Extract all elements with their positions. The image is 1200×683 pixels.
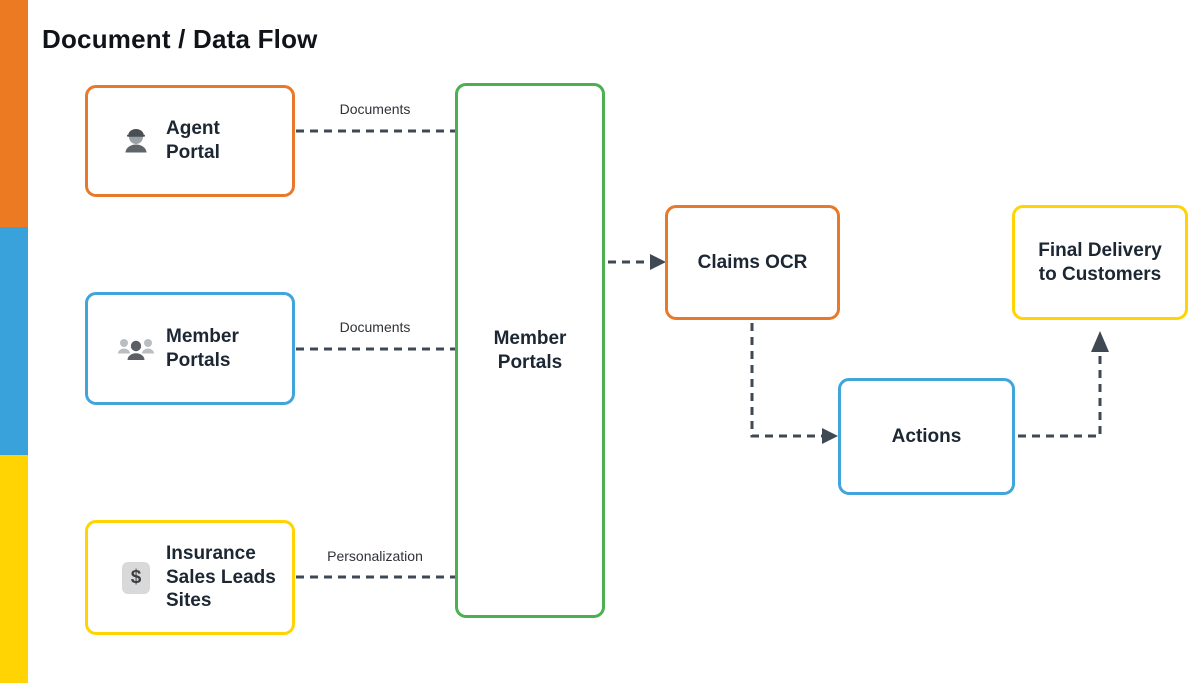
node-label: Actions	[891, 425, 962, 447]
connector-actions-to-final	[1018, 352, 1102, 438]
page-title: Document / Data Flow	[42, 24, 318, 54]
node-claims-ocr: Claims OCR	[665, 205, 840, 320]
arrowhead-into-claims	[650, 254, 666, 270]
node-label: Member Portals	[166, 325, 239, 371]
edge-label-documents-agent: Documents	[339, 101, 411, 117]
arrowhead-into-final	[1091, 331, 1109, 352]
node-agent-portal: Agent Portal	[85, 85, 295, 197]
node-actions: Actions	[838, 378, 1015, 495]
node-final-delivery: Final Delivery to Customers	[1012, 205, 1188, 320]
node-member-portals-hub: Member Portals	[455, 83, 605, 618]
dollar-icon: $	[116, 561, 156, 594]
node-member-portals: Member Portals	[85, 292, 295, 405]
connector-claims-to-actions	[750, 323, 822, 438]
node-insurance-sales-leads-sites: $ Insurance Sales Leads Sites	[85, 520, 295, 635]
worker-icon	[116, 125, 156, 157]
accent-stripe-blue	[0, 227, 28, 455]
accent-stripe-orange	[0, 0, 28, 227]
node-label: Final Delivery to Customers	[1038, 239, 1162, 285]
dollar-glyph: $	[122, 561, 150, 594]
node-label: Insurance Sales Leads Sites	[166, 542, 276, 612]
edge-label-documents-members: Documents	[339, 319, 411, 335]
node-label: Member Portals	[493, 327, 567, 373]
edge-label-personalization: Personalization	[327, 548, 423, 564]
people-icon	[116, 334, 156, 364]
node-label: Claims OCR	[697, 251, 808, 273]
arrowhead-into-actions	[822, 428, 838, 444]
node-label: Agent Portal	[166, 118, 220, 163]
accent-stripe-yellow	[0, 455, 28, 683]
